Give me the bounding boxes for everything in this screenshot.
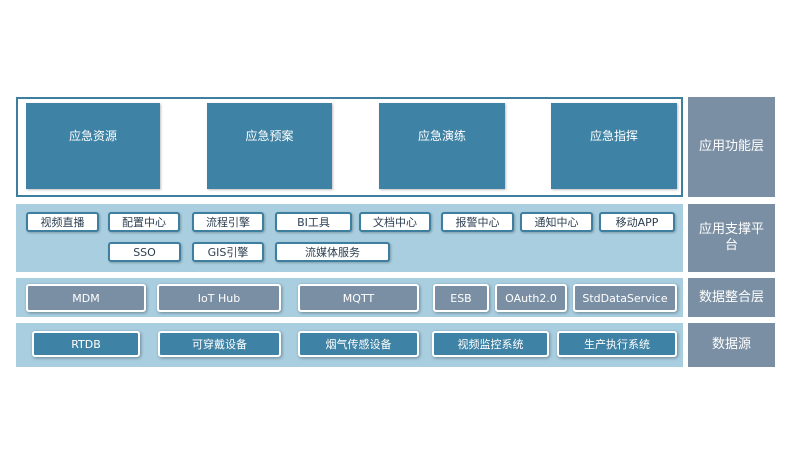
support-item-label: 移动APP <box>615 216 659 229</box>
support-item-label: 文档中心 <box>373 216 417 229</box>
app-box-label: 应急预案 <box>245 128 294 143</box>
data-item-label: IoT Hub <box>197 291 241 305</box>
support-item-label: 流程引擎 <box>206 216 250 229</box>
app-box-emergency-plans: 应急预案 <box>207 103 332 189</box>
support-item-label: SSO <box>133 245 156 259</box>
support-item-bi-tools: BI工具 <box>275 212 352 232</box>
support-item-sso: SSO <box>108 242 181 262</box>
support-item-alarm-center: 报警中心 <box>441 212 514 232</box>
support-item-gis-engine: GIS引擎 <box>192 242 264 262</box>
layer-label-text: 应用功能层 <box>698 139 764 154</box>
layer-label-support: 应用支撑平台 <box>688 204 775 272</box>
source-item-label: 视频监控系统 <box>457 338 524 351</box>
data-item-iot-hub: IoT Hub <box>157 284 281 312</box>
source-item-rtdb: RTDB <box>32 331 140 357</box>
data-item-label: MDM <box>72 291 100 305</box>
source-item-label: 烟气传感设备 <box>325 338 392 351</box>
support-item-label: GIS引擎 <box>207 246 249 259</box>
data-item-oauth: OAuth2.0 <box>495 284 567 312</box>
app-box-label: 应急演练 <box>417 128 466 143</box>
layer-label-text: 数据整合层 <box>698 289 764 305</box>
data-item-mdm: MDM <box>26 284 146 312</box>
data-item-esb: ESB <box>433 284 489 312</box>
layer-label-text: 数据源 <box>711 337 751 352</box>
layer-label-data-integration: 数据整合层 <box>688 278 775 317</box>
layer-label-data-source: 数据源 <box>688 323 775 367</box>
layer-label-application: 应用功能层 <box>688 97 775 197</box>
support-item-label: 配置中心 <box>122 216 166 229</box>
support-item-label: 视频直播 <box>40 216 85 229</box>
source-item-label: 生产执行系统 <box>584 338 650 351</box>
app-box-emergency-command: 应急指挥 <box>551 103 677 189</box>
data-item-mqtt: MQTT <box>298 284 419 312</box>
support-item-label: 报警中心 <box>455 216 500 229</box>
source-item-video-surveillance: 视频监控系统 <box>432 331 549 357</box>
source-item-flue-gas-sensors: 烟气传感设备 <box>298 331 419 357</box>
data-item-label: ESB <box>450 291 472 305</box>
data-item-std-data-service: StdDataService <box>573 284 677 312</box>
support-item-config-center: 配置中心 <box>108 212 180 232</box>
app-box-label: 应急指挥 <box>589 128 638 143</box>
support-item-workflow-engine: 流程引擎 <box>192 212 264 232</box>
support-item-notification-center: 通知中心 <box>520 212 593 232</box>
app-box-label: 应急资源 <box>68 128 117 143</box>
support-item-label: 通知中心 <box>534 216 579 229</box>
layer-label-text: 应用支撑平台 <box>698 222 764 253</box>
support-item-document-center: 文档中心 <box>359 212 431 232</box>
source-item-mes: 生产执行系统 <box>557 331 677 357</box>
support-item-streaming-media-service: 流媒体服务 <box>275 242 390 262</box>
app-box-emergency-resources: 应急资源 <box>26 103 160 189</box>
support-item-label: BI工具 <box>297 216 330 229</box>
source-item-wearables: 可穿戴设备 <box>158 331 281 357</box>
source-item-label: 可穿戴设备 <box>192 338 247 351</box>
data-item-label: MQTT <box>342 291 375 305</box>
support-item-mobile-app: 移动APP <box>599 212 675 232</box>
data-item-label: OAuth2.0 <box>505 291 557 305</box>
support-item-video-live: 视频直播 <box>26 212 99 232</box>
app-box-emergency-drills: 应急演练 <box>379 103 505 189</box>
support-item-label: 流媒体服务 <box>305 246 360 259</box>
data-item-label: StdDataService <box>582 291 668 305</box>
source-item-label: RTDB <box>71 337 101 351</box>
